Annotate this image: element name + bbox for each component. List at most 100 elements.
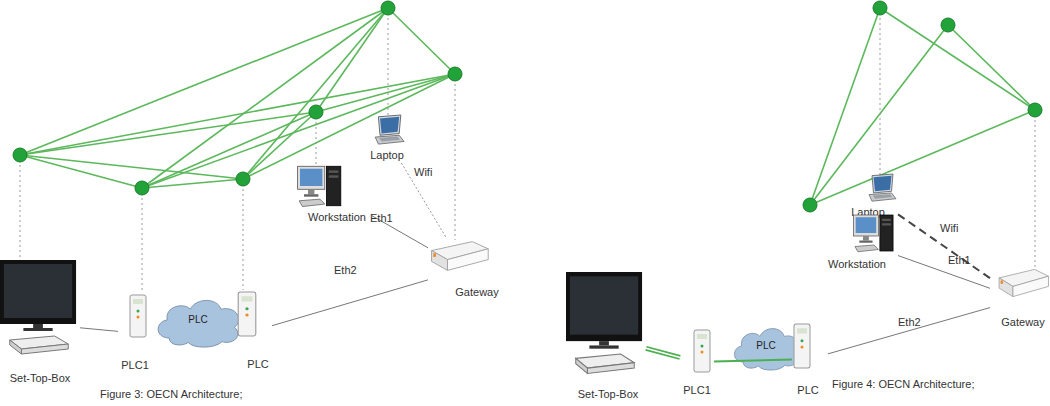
plc-panel	[697, 334, 707, 339]
mesh-link	[880, 8, 1035, 110]
link-line	[898, 214, 990, 278]
plc-adapter	[794, 324, 810, 368]
gateway-icon	[996, 266, 1050, 300]
gateway-side	[447, 249, 488, 271]
network-link	[372, 216, 428, 248]
device-node: PLC1	[118, 293, 152, 373]
laptop-icon	[372, 115, 404, 145]
device-label: Gateway	[996, 316, 1050, 329]
set-top-box-front	[576, 358, 588, 373]
link-label: Eth1	[370, 212, 393, 225]
overlay-node	[803, 198, 817, 212]
device-node: Set-Top-Box	[0, 260, 80, 388]
mesh-link	[388, 8, 455, 74]
tower-drive	[329, 170, 339, 172]
plc-icon	[692, 328, 712, 374]
keyboard	[855, 245, 878, 252]
mesh-link	[20, 8, 388, 155]
projection-line	[388, 8, 389, 117]
network-link	[714, 359, 792, 361]
device-label: PLC1	[118, 359, 152, 372]
set-top-box-front	[10, 340, 22, 354]
tv-stand	[33, 324, 43, 328]
overlay-node	[236, 172, 250, 186]
laptop-keys	[379, 137, 400, 142]
mesh-link	[20, 112, 316, 155]
gateway-front	[999, 278, 1013, 297]
monitor-stand	[863, 236, 869, 241]
device-node: Workstation	[296, 163, 372, 225]
monitor-stand	[308, 189, 314, 194]
cloud-label: PLC	[150, 313, 246, 326]
plc-led	[137, 316, 140, 319]
figure-caption: Figure 4: OECN Architecture;	[832, 378, 1042, 391]
gateway-front	[432, 251, 448, 271]
laptop-screen	[380, 117, 399, 134]
monitor-screen	[856, 217, 877, 233]
device-label: Workstation	[302, 211, 372, 224]
network-link	[898, 214, 990, 278]
projection-line	[20, 155, 21, 262]
gateway-side	[1013, 276, 1048, 296]
tv-base	[589, 345, 618, 348]
plc-panel	[797, 328, 807, 333]
cloud-label: PLC	[728, 339, 804, 352]
projection-line	[1035, 110, 1036, 268]
overlay-node	[309, 105, 323, 119]
overlay-node	[1028, 103, 1042, 117]
device-node: Laptop	[848, 174, 898, 220]
mesh-link	[243, 8, 388, 179]
plc-led	[801, 339, 804, 342]
figure-caption: Figure 3: OECN Architecture;	[100, 388, 320, 401]
network-link	[80, 328, 118, 332]
mesh-link	[20, 74, 455, 155]
plc-icon	[236, 290, 258, 338]
tower-drive	[882, 223, 891, 225]
plc-led	[801, 345, 804, 348]
mesh-link	[948, 25, 1035, 110]
plc-icon	[792, 322, 812, 370]
plc-led	[137, 310, 140, 313]
mesh-link	[142, 8, 388, 188]
tvstb-icon	[0, 260, 78, 360]
tower-case	[326, 166, 340, 205]
plc-icon	[128, 293, 148, 339]
overlay-node	[448, 67, 462, 81]
plc-led	[701, 345, 704, 348]
tv-stand	[599, 341, 609, 345]
link-line	[80, 328, 118, 332]
tv-base	[23, 328, 52, 331]
projection-line	[880, 8, 881, 176]
plc-panel	[133, 299, 143, 304]
device-node: Set-Top-Box	[562, 272, 646, 402]
keyboard	[299, 199, 325, 206]
link-line	[714, 359, 792, 361]
link-line	[401, 163, 446, 238]
mesh-link	[316, 74, 455, 112]
device-label: Set-Top-Box	[570, 388, 646, 401]
device-label: Laptop	[362, 149, 412, 162]
laptop-base	[869, 193, 896, 201]
network-link	[828, 308, 990, 354]
monitor-base	[304, 194, 318, 196]
device-label: PLC	[794, 384, 822, 397]
link-label: Wifi	[414, 166, 432, 179]
network-link	[401, 163, 446, 238]
device-node: PLC	[792, 322, 828, 396]
device-node: Laptop	[362, 115, 412, 163]
device-label: PLC1	[680, 384, 714, 397]
network-link	[272, 280, 428, 326]
network-cloud: PLC	[150, 293, 246, 347]
device-label: Set-Top-Box	[0, 372, 80, 385]
link-label: Eth2	[898, 316, 921, 329]
device-label: PLC	[244, 358, 272, 371]
projection-line	[142, 188, 143, 293]
plc-adapter	[694, 330, 710, 372]
monitor-frame	[853, 215, 878, 236]
device-node: Gateway	[428, 238, 502, 300]
ws-icon	[296, 163, 344, 209]
overlay-node	[941, 18, 955, 32]
